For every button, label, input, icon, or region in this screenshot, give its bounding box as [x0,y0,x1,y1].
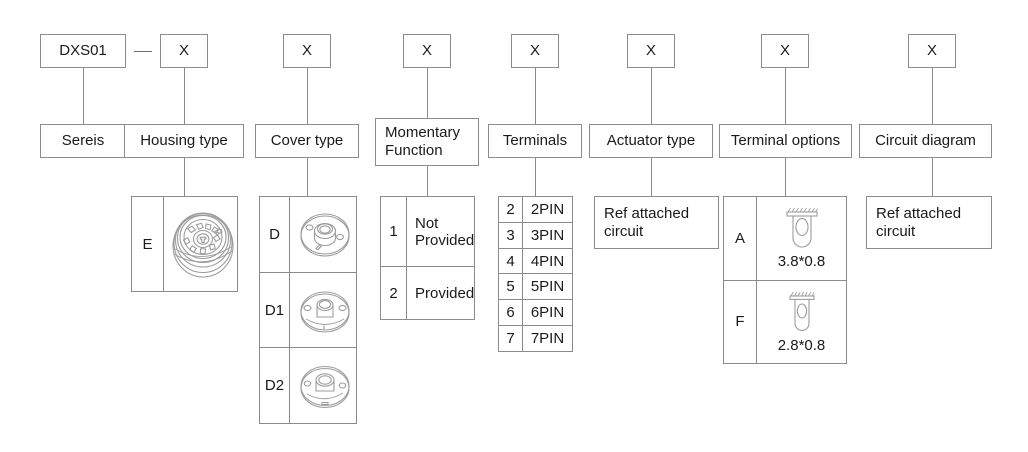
connector-momentary-function [427,68,428,118]
cover-disc-d-icon [294,203,356,265]
table-row: 2 Provided [381,267,474,319]
terminal-option-code-2: 2 [499,197,523,222]
terminal-blade-code-f: F [724,280,757,363]
terminals-option-table: 2 2PIN 3 3PIN 4 4PIN 5 5PIN 6 6PIN 7 7PI… [498,196,573,352]
connector-terminals-options [535,158,536,196]
connector-circuit-note [932,158,933,196]
label-series: Sereis [40,124,126,158]
code-box-housing-type: X [160,34,208,68]
momentary-function-option-table: 1 Not Provided 2 Provided [380,196,475,320]
housing-option-graphic [164,197,242,291]
actuator-type-note: Ref attached circuit [594,196,719,249]
label-terminals: Terminals [488,124,582,158]
connector-terminal-options-table [785,158,786,196]
terminal-option-code-7: 7 [499,326,523,351]
circuit-diagram-note: Ref attached circuit [866,196,992,249]
code-box-series: DXS01 [40,34,126,68]
label-housing-type: Housing type [124,124,244,158]
cover-option-graphic-d1 [290,273,360,348]
terminal-option-value-7: 7PIN [530,330,565,348]
terminal-blade-caption-a: 3.8*0.8 [777,253,826,271]
terminal-option-value-4: 4PIN [530,252,565,270]
cover-option-graphic-d [290,197,360,272]
momentary-option-value-2: Provided [415,284,475,302]
table-row: F 2.8*0.8 [724,280,846,364]
cover-disc-d1-icon [294,279,356,341]
momentary-option-value-1: Not Provided [407,197,478,266]
cover-type-option-table: D [259,196,357,424]
momentary-option-code-1: 1 [381,197,407,266]
label-momentary-function-line1: Momentary [385,124,461,142]
label-actuator-type: Actuator type [589,124,713,158]
label-momentary-function-line2: Function [385,142,443,159]
cover-option-code-d1: D1 [260,272,290,348]
code-box-terminals: X [511,34,559,68]
cover-option-graphic-d2 [290,348,360,423]
terminal-option-value-2: 2PIN [530,200,565,218]
cover-option-code-d2: D2 [260,348,290,424]
terminal-option-value-6: 6PIN [530,304,565,322]
actuator-type-note-line1: Ref attached [604,204,690,222]
connector-momentary-options [427,166,428,196]
label-cover-type: Cover type [255,124,359,158]
table-row: D2 [260,348,356,424]
housing-option-code: E [132,197,164,291]
table-row: 1 Not Provided [381,197,474,267]
table-row: A 3.8*0.8 [724,197,846,281]
table-row: 5 5PIN [499,274,572,301]
label-terminal-options: Terminal options [719,124,852,158]
terminal-option-value-3: 3PIN [530,226,565,244]
table-row: D [260,197,356,273]
terminal-blade-f-icon [776,290,828,336]
terminal-option-code-5: 5 [499,274,523,300]
terminal-blade-cell-f: 2.8*0.8 [757,281,846,364]
connector-series [83,68,84,124]
code-box-cover-type: X [283,34,331,68]
connector-cover-options [307,158,308,196]
table-row: 4 4PIN [499,248,572,275]
connector-housing-type [184,68,185,124]
terminal-option-value-5: 5PIN [530,278,565,296]
momentary-option-value-1-line1: Not [415,214,439,232]
momentary-option-code-2: 2 [381,267,407,319]
terminal-option-code-4: 4 [499,248,523,274]
terminal-blade-a-icon [776,206,828,252]
connector-cover-type [307,68,308,124]
table-row: 2 2PIN [499,197,572,223]
circuit-diagram-note-line1: Ref attached [876,204,962,222]
separator-dash [134,51,152,52]
connector-housing-options [184,158,185,196]
code-box-terminal-options: X [761,34,809,68]
connector-actuator-type [651,68,652,124]
connector-terminal-options [785,68,786,124]
code-box-actuator-type: X [627,34,675,68]
rotary-switch-housing-icon [168,206,238,282]
terminal-blade-cell-a: 3.8*0.8 [757,197,846,280]
table-row: 7 7PIN [499,326,572,351]
actuator-type-note-line2: circuit [604,222,644,240]
terminal-option-code-3: 3 [499,222,523,248]
terminal-options-option-table: A 3.8*0.8 F [723,196,847,364]
connector-terminals [535,68,536,124]
cover-option-code-d: D [260,197,290,272]
housing-type-option-table: E [131,196,238,292]
terminal-blade-code-a: A [724,197,757,280]
table-row: D1 [260,272,356,349]
momentary-option-value-1-line2: Provided [415,231,475,249]
table-row: 6 6PIN [499,300,572,327]
circuit-diagram-note-line2: circuit [876,222,916,240]
connector-circuit-diagram [932,68,933,124]
terminal-option-code-6: 6 [499,300,523,326]
label-circuit-diagram: Circuit diagram [859,124,992,158]
table-row: 3 3PIN [499,222,572,249]
label-momentary-function: Momentary Function [375,118,479,166]
code-box-circuit-diagram: X [908,34,956,68]
cover-disc-d2-icon [294,355,356,417]
code-box-momentary-function: X [403,34,451,68]
terminal-blade-caption-f: 2.8*0.8 [777,336,826,354]
connector-actuator-note [651,158,652,196]
table-row: E [132,197,237,291]
